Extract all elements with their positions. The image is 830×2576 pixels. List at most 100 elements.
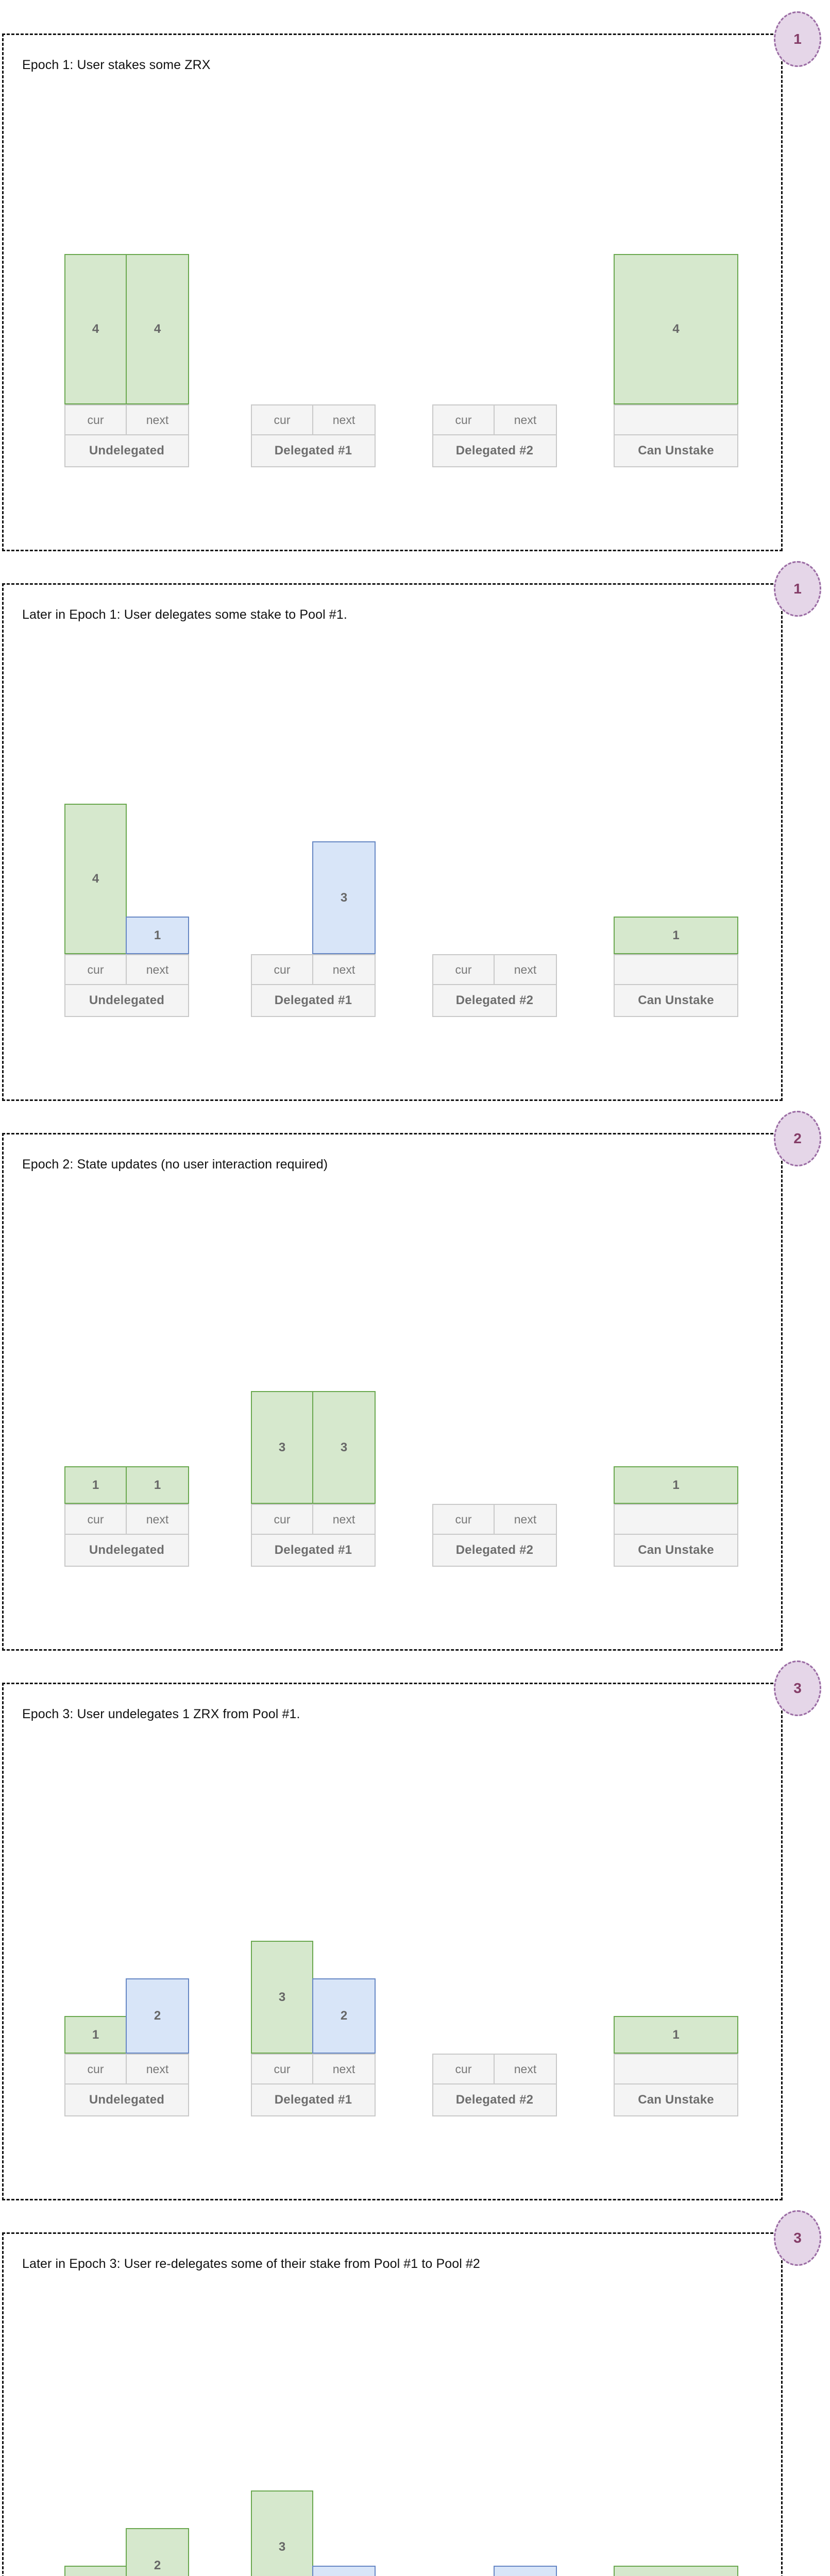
bar-cell: 1 <box>614 2016 738 2054</box>
epoch-badge: 1 <box>774 11 821 67</box>
bar-cell: 1 <box>614 2566 738 2576</box>
bar-cell: 4 <box>614 254 738 404</box>
bar-blue: 1 <box>494 2566 557 2576</box>
bar-empty <box>251 952 313 954</box>
column-header-next: next <box>146 962 169 976</box>
bars-row: 1 <box>614 1744 738 2054</box>
bar-cell <box>313 402 376 404</box>
bars-row <box>432 645 557 954</box>
bar-green: 1 <box>126 1466 189 1504</box>
column-header-cur: cur <box>65 1505 127 1534</box>
panel-separator <box>0 1651 830 1683</box>
group-label: Delegated #2 <box>432 2084 557 2116</box>
column-header-cur: cur <box>433 405 495 434</box>
bar-cell <box>432 402 495 404</box>
column-header-cur: cur <box>252 955 314 984</box>
bar-cell: 3 <box>251 1941 313 2054</box>
bar-blue: 1 <box>126 917 189 954</box>
group-label: Delegated #1 <box>251 2084 376 2116</box>
column-header-cur: cur <box>65 2055 127 2083</box>
bar-empty <box>494 2052 557 2054</box>
bar-empty <box>432 1502 495 1504</box>
bar-blue: 2 <box>126 1978 189 2054</box>
epoch-badge: 3 <box>774 1660 821 1716</box>
bar-cell: 1 <box>126 1466 189 1504</box>
bar-cell: 1 <box>614 1466 738 1504</box>
group-label: Undelegated <box>64 985 189 1017</box>
column-header-next: next <box>332 2062 355 2076</box>
group-label: Can Unstake <box>614 985 738 1017</box>
bars-row <box>251 95 376 404</box>
column-header-row: cur next <box>432 2054 557 2084</box>
bars-row: 3 <box>251 645 376 954</box>
bar-green: 3 <box>312 1391 376 1504</box>
bar-cell: 2 <box>312 1978 376 2054</box>
bar-cell <box>432 952 495 954</box>
bar-green: 1 <box>64 2566 127 2576</box>
panel-title: Later in Epoch 1: User delegates some st… <box>22 607 347 622</box>
bar-group-delegated-1: 31curnextDelegated #1 <box>251 2294 376 2576</box>
column-header-next: next <box>332 413 355 427</box>
bar-cell: 3 <box>312 841 376 954</box>
bar-cell <box>251 402 313 404</box>
bar-green: 3 <box>251 2490 313 2576</box>
epoch-badge: 3 <box>774 2210 821 2266</box>
bar-cell <box>432 2052 495 2054</box>
bar-empty <box>494 402 557 404</box>
column-header-next: next <box>514 2062 537 2076</box>
bar-cell: 4 <box>64 804 127 954</box>
bars-row: 12 <box>64 2294 189 2576</box>
column-header-next: next <box>514 962 537 976</box>
bar-cell <box>251 952 313 954</box>
bar-cell: 1 <box>64 2566 127 2576</box>
bar-cell: 1 <box>312 2566 376 2576</box>
bars-row: 1 <box>614 1195 738 1504</box>
column-header-cur: cur <box>433 2055 495 2083</box>
bar-green: 1 <box>614 917 738 954</box>
panel-title: Later in Epoch 3: User re-delegates some… <box>22 2257 480 2271</box>
bar-green: 3 <box>251 1391 313 1504</box>
panel-separator <box>0 551 830 583</box>
bars-row <box>432 95 557 404</box>
group-label: Delegated #1 <box>251 1535 376 1567</box>
epoch-panel: 1 Later in Epoch 1: User delegates some s… <box>2 561 821 1101</box>
bar-cell: 4 <box>64 254 127 404</box>
bar-green: 1 <box>64 1466 127 1504</box>
column-header-next: next <box>332 1512 355 1526</box>
column-header-cur: cur <box>252 2055 314 2083</box>
column-header-blank <box>615 1505 737 1534</box>
group-label: Can Unstake <box>614 435 738 467</box>
bar-green: 2 <box>126 2528 189 2576</box>
group-label: Undelegated <box>64 1535 189 1567</box>
column-header-next: next <box>514 1512 537 1526</box>
bar-empty <box>494 1502 557 1504</box>
bar-green: 1 <box>614 2566 738 2576</box>
panel-separator <box>0 0 830 33</box>
bars-row: 1 <box>614 2294 738 2576</box>
bar-cell <box>495 952 557 954</box>
group-label: Delegated #2 <box>432 1535 557 1567</box>
column-header-next: next <box>332 962 355 976</box>
bar-green: 4 <box>614 254 738 404</box>
bar-cell <box>495 1502 557 1504</box>
column-header-next: next <box>146 413 169 427</box>
